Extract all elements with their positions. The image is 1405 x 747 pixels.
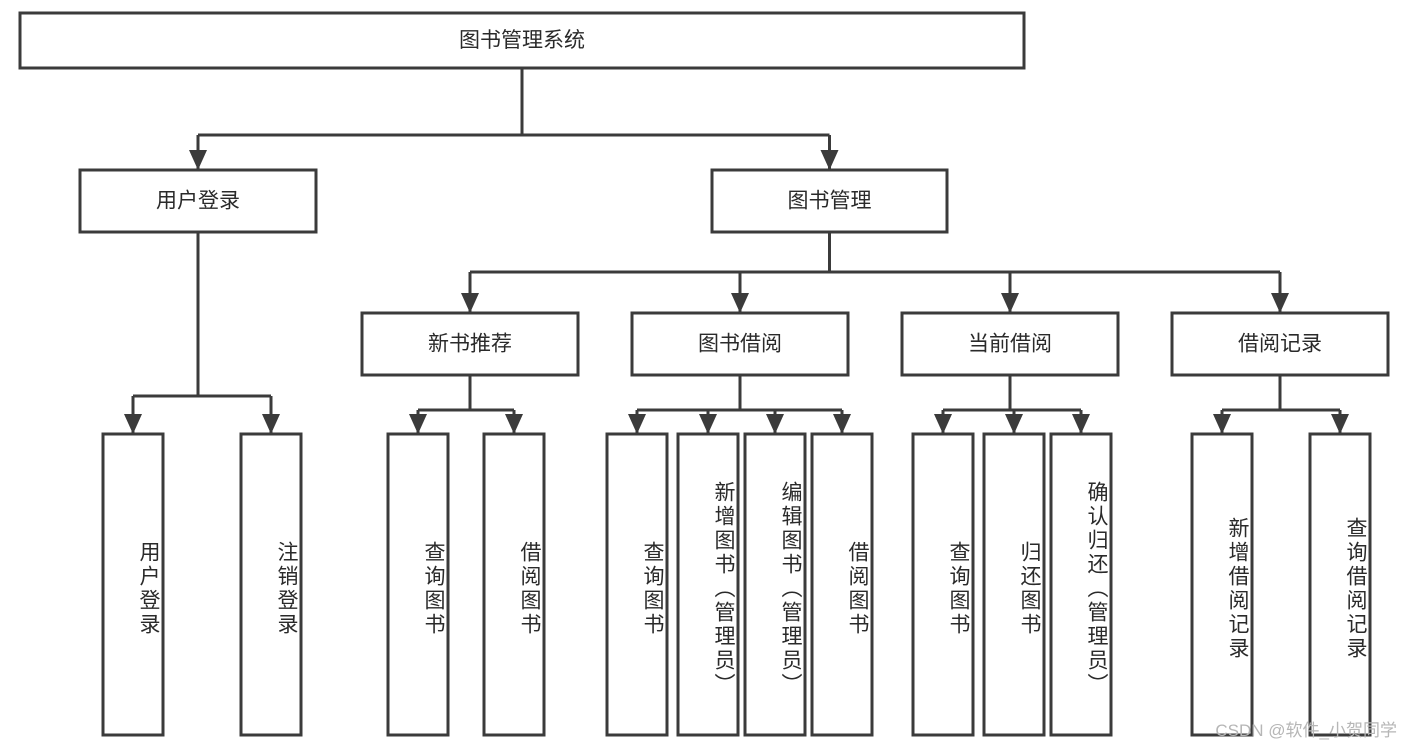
arrow-head-icon <box>699 414 717 434</box>
node-level3-borrow-record[interactable]: 借阅记录 <box>1170 311 1390 377</box>
arrow-head-icon <box>505 414 523 434</box>
leaf-box-leaf-borrow-book-2[interactable] <box>810 432 874 737</box>
arrow-head-icon <box>461 293 479 313</box>
arrow-head-icon <box>1072 414 1090 434</box>
leaf-box-leaf-edit-book[interactable] <box>743 432 807 737</box>
node-level3-new-book-rec-label: 新书推荐 <box>428 333 512 356</box>
watermark-text: CSDN @软件_小贺同学 <box>1215 721 1397 740</box>
node-level2-user-login[interactable]: 用户登录 <box>78 168 318 234</box>
arrow-head-icon <box>820 150 839 170</box>
connector-layer <box>124 68 1349 434</box>
node-level2-book-manage-label: 图书管理 <box>788 190 872 213</box>
arrow-head-icon <box>409 414 427 434</box>
leaf-box-leaf-query-book-3[interactable] <box>911 432 975 737</box>
leaf-box-leaf-add-record[interactable] <box>1190 432 1254 737</box>
node-root[interactable]: 图书管理系统 <box>18 11 1026 70</box>
arrow-head-icon <box>934 414 952 434</box>
node-level3-book-borrow[interactable]: 图书借阅 <box>630 311 850 377</box>
node-level3-book-borrow-label: 图书借阅 <box>698 333 782 356</box>
arrow-head-icon <box>124 414 142 434</box>
arrow-head-icon <box>1213 414 1231 434</box>
arrow-head-icon <box>833 414 851 434</box>
node-level3-borrow-record-label: 借阅记录 <box>1238 333 1322 356</box>
leaf-box-leaf-confirm-return[interactable] <box>1049 432 1113 737</box>
leaf-box-leaf-return-book[interactable] <box>982 432 1046 737</box>
arrow-head-icon <box>766 414 784 434</box>
node-level3-new-book-rec[interactable]: 新书推荐 <box>360 311 580 377</box>
arrow-head-icon <box>262 414 280 434</box>
leaf-box-leaf-add-book[interactable] <box>676 432 740 737</box>
leaf-box-leaf-query-book-1[interactable] <box>386 432 450 737</box>
arrow-head-icon <box>1331 414 1349 434</box>
arrow-head-icon <box>189 150 207 170</box>
node-level2-user-login-label: 用户登录 <box>156 190 240 213</box>
leaf-box-leaf-query-record[interactable] <box>1308 432 1372 737</box>
node-level3-current-borrow-label: 当前借阅 <box>968 333 1052 356</box>
leaf-box-leaf-query-book-2[interactable] <box>605 432 669 737</box>
leaf-box-leaf-user-login[interactable] <box>101 432 165 737</box>
node-root-label: 图书管理系统 <box>459 29 585 52</box>
arrow-head-icon <box>1271 293 1289 313</box>
leaf-box-leaf-user-logout[interactable] <box>239 432 303 737</box>
arrow-head-icon <box>731 293 749 313</box>
arrow-head-icon <box>1001 293 1019 313</box>
arrow-head-icon <box>1005 414 1023 434</box>
node-level3-current-borrow[interactable]: 当前借阅 <box>900 311 1120 377</box>
node-level2-book-manage[interactable]: 图书管理 <box>710 168 949 234</box>
leaf-box-leaf-borrow-book-1[interactable] <box>482 432 546 737</box>
arrow-head-icon <box>628 414 646 434</box>
